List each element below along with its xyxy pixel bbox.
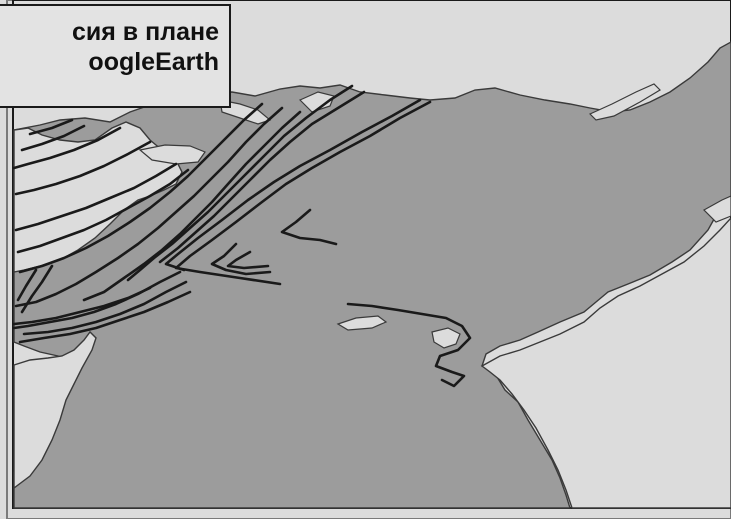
- contour-line: [18, 290, 192, 344]
- contour-line: [18, 102, 264, 274]
- contour-line: [126, 84, 354, 282]
- contour-line: [346, 302, 472, 388]
- contour-line: [14, 162, 178, 232]
- contour-line: [12, 126, 122, 170]
- caption-line-1: сия в плане: [71, 18, 219, 46]
- contour-line: [28, 118, 74, 136]
- contour-line: [14, 106, 284, 308]
- island-center: [336, 315, 388, 331]
- contour-line: [12, 286, 152, 326]
- contour-line: [22, 280, 188, 336]
- contour-line: [20, 264, 54, 314]
- island-center-right: [431, 327, 461, 349]
- contour-line: [12, 270, 182, 330]
- upper-land-bump: [219, 99, 272, 125]
- island-upper-right: [588, 83, 661, 121]
- contour-line: [14, 140, 152, 196]
- contour-line: [16, 268, 38, 302]
- contour-line: [210, 242, 272, 276]
- contour-line: [164, 98, 422, 272]
- caption-box: сия в плане oogleEarth: [0, 4, 231, 108]
- contour-line: [174, 100, 432, 286]
- contour-line: [226, 250, 270, 270]
- contour-line: [16, 168, 190, 254]
- contour-line: [158, 90, 366, 264]
- contour-line: [20, 124, 86, 152]
- map-outer-frame: [6, 0, 731, 519]
- right-land-patch: [703, 195, 731, 223]
- upper-land-bump-2: [138, 144, 206, 165]
- contour-line: [82, 110, 302, 302]
- lower-left-landmass: [13, 330, 97, 490]
- contour-line: [280, 208, 338, 246]
- lower-right-landmass: [480, 216, 731, 509]
- caption-line-2: oogleEarth: [88, 47, 219, 76]
- caption-text: сия в плане oogleEarth: [72, 18, 219, 77]
- island-upper: [298, 91, 335, 113]
- contour-lines: [12, 84, 472, 388]
